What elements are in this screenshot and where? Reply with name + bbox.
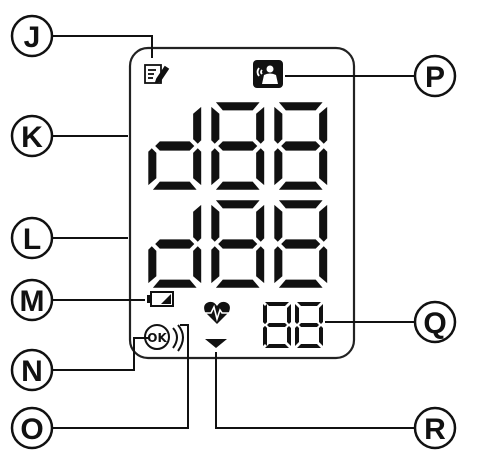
- heartbeat-icon: [204, 301, 232, 324]
- pulse-digit-2: [263, 302, 291, 348]
- diastolic-digit-2: [211, 200, 264, 287]
- callout-l: L: [10, 216, 54, 260]
- callout-r-label: R: [424, 413, 446, 446]
- leader-o: [52, 324, 189, 429]
- callout-r: R: [413, 406, 457, 450]
- pulse-display: [263, 302, 323, 348]
- callout-o: O: [10, 406, 54, 450]
- systolic-digit-2: [211, 102, 264, 189]
- memory-notepad-icon: [144, 64, 170, 84]
- irregular-heartbeat-arrow-icon: [205, 339, 227, 348]
- callout-j-label: J: [24, 21, 41, 54]
- callout-q-label: Q: [423, 307, 446, 340]
- callout-q: Q: [413, 300, 457, 344]
- systolic-digit-1: [148, 107, 201, 190]
- callout-p: P: [413, 54, 457, 98]
- leader-lines: [52, 35, 414, 429]
- leader-j: [52, 35, 153, 58]
- callout-j: J: [10, 14, 54, 58]
- callout-o-label: O: [20, 413, 43, 446]
- ok-cuff-check-icon: OK: [144, 324, 184, 352]
- callout-k: K: [10, 114, 54, 158]
- leader-r: [215, 352, 414, 429]
- systolic-digit-3: [274, 102, 327, 189]
- cuff-wrap-icon: [253, 60, 283, 88]
- callout-m: M: [10, 278, 54, 322]
- callout-k-label: K: [21, 121, 43, 154]
- callout-m-label: M: [20, 285, 45, 318]
- pulse-digit-3: [295, 302, 323, 348]
- diastolic-digit-3: [274, 200, 327, 287]
- diastolic-display: [148, 200, 327, 287]
- lcd-frame: [128, 46, 356, 360]
- battery-icon: [147, 291, 174, 307]
- callout-l-label: L: [23, 223, 41, 256]
- callout-n-label: N: [21, 355, 43, 388]
- systolic-display: [148, 102, 327, 189]
- ok-label: OK: [147, 331, 167, 345]
- callout-p-label: P: [425, 61, 445, 94]
- leader-n: [52, 337, 150, 371]
- callout-n: N: [10, 348, 54, 392]
- diastolic-digit-1: [148, 205, 201, 288]
